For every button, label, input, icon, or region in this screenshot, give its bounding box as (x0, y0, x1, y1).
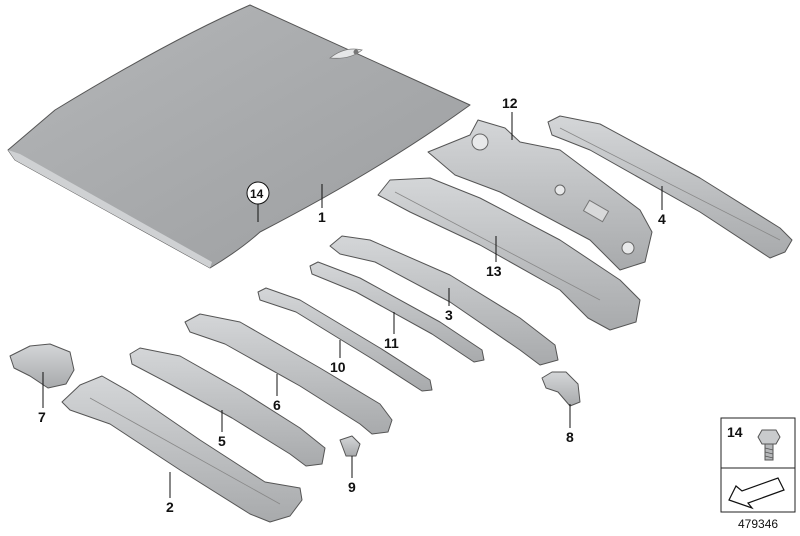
callout-14-circle: 14 (246, 181, 270, 205)
roof-bow-part-10 (257, 287, 433, 392)
bracket-part-8 (541, 371, 581, 407)
callout-7: 7 (38, 409, 46, 425)
callout-6: 6 (273, 397, 281, 413)
callout-9: 9 (348, 479, 356, 495)
callout-14: 14 (250, 187, 264, 201)
rear-rail-part-4 (547, 115, 793, 259)
cross-member-part-13 (377, 177, 641, 331)
roof-bow-part-11 (309, 261, 485, 363)
callout-10: 10 (330, 359, 346, 375)
inset-box: 14 (720, 417, 796, 513)
windscreen-frame-part-5 (129, 347, 326, 467)
catalog-number: 479346 (738, 517, 778, 531)
arrow-icon (728, 477, 785, 510)
roof-panel-part-1 (7, 4, 471, 269)
bolt-icon (757, 429, 781, 461)
bracket-part-7 (9, 343, 75, 389)
callout-8: 8 (566, 429, 574, 445)
callout-12: 12 (502, 95, 518, 111)
callout-5: 5 (218, 433, 226, 449)
callout-13: 13 (486, 263, 502, 279)
front-bow-part-6 (184, 313, 393, 435)
leader-lines (42, 112, 663, 498)
callout-1: 1 (318, 209, 326, 225)
clip-part-9 (339, 435, 361, 457)
front-cross-member-part-2 (61, 375, 303, 523)
bulkhead-panel-part-12 (427, 119, 653, 271)
callout-11: 11 (384, 335, 399, 351)
roof-bow-part-3 (329, 235, 559, 366)
inset-part-number: 14 (727, 424, 743, 440)
callout-4: 4 (658, 211, 666, 227)
callout-3: 3 (445, 307, 453, 323)
callout-2: 2 (166, 499, 174, 515)
